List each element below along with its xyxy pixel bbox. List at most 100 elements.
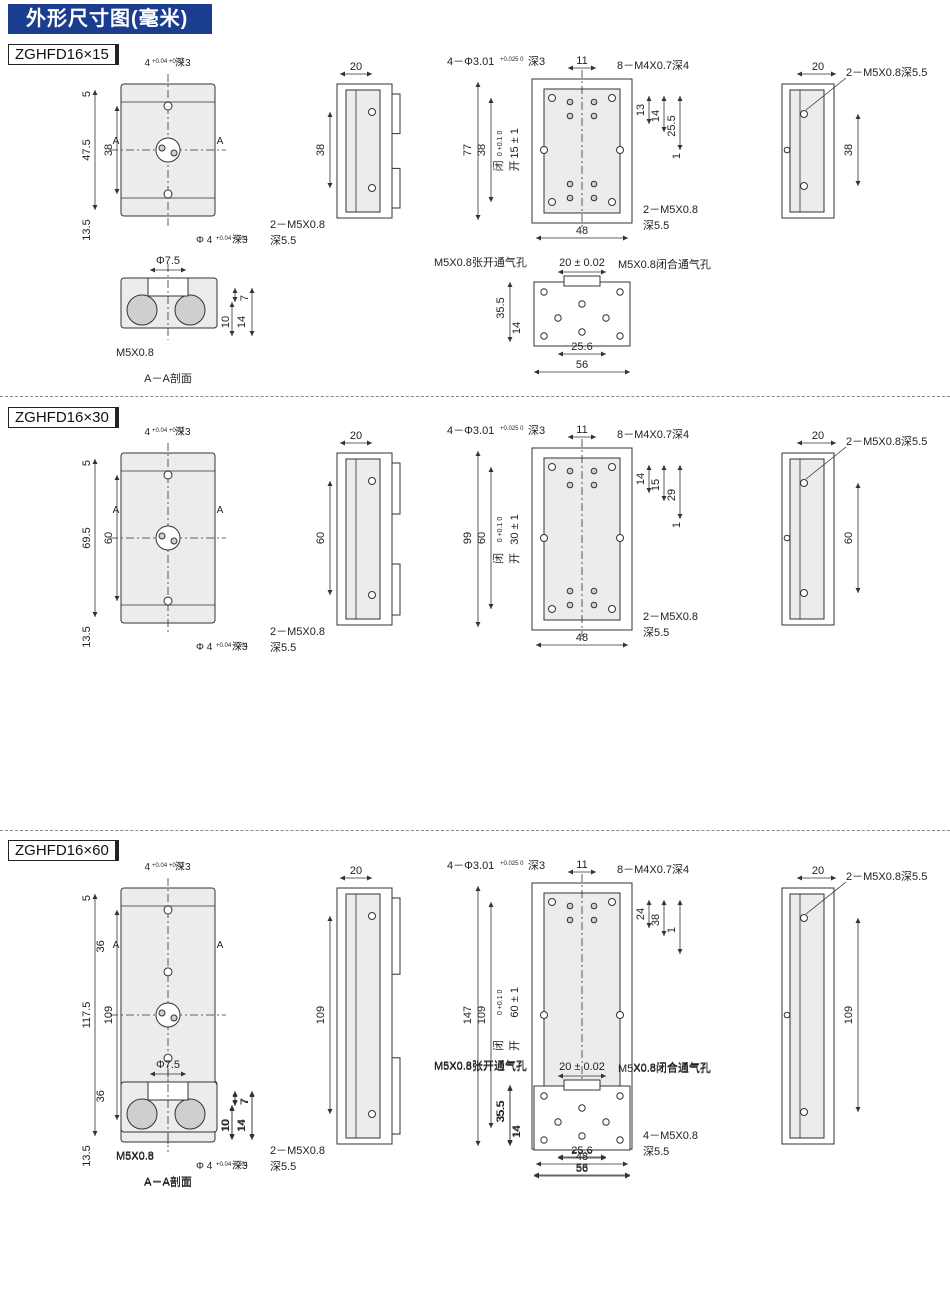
section-title: A－A剖面: [144, 1175, 192, 1189]
mount-hole: [163, 189, 173, 199]
section-title: A－A剖面: [144, 1174, 192, 1188]
tap-hole: [566, 601, 574, 609]
arrowhead: [625, 369, 630, 375]
arrowhead: [661, 496, 667, 501]
tap-label: 深5.5: [643, 626, 669, 639]
dim-label: 117.5: [81, 1002, 93, 1029]
dim-label: 7: [239, 1098, 251, 1104]
section-mark: A: [217, 136, 224, 147]
dim-label: 25.5: [666, 115, 678, 136]
tap-label: 2－M5X0.8: [643, 204, 698, 216]
hole-tol: +0.04 +0.01: [216, 643, 249, 649]
tap-label: 2－M5X0.8深5.5: [846, 66, 927, 79]
rear-hole: [800, 479, 808, 487]
port-label: M5X0.8闭合通气孔: [618, 1060, 711, 1074]
arrowhead: [327, 183, 333, 188]
port-label: M5X0.8张开通气孔: [434, 1059, 527, 1073]
dim-label: 0 +0.1 0: [497, 517, 504, 543]
arrowhead: [601, 1155, 606, 1161]
tap-label: 深5.5: [270, 641, 296, 654]
arrowhead: [475, 886, 481, 891]
arrowhead: [601, 351, 606, 357]
arrowhead: [536, 642, 541, 648]
dim-label: 60: [315, 532, 327, 544]
tap-hole: [590, 467, 598, 475]
dim-label: 48: [576, 225, 588, 237]
pin-hole: [548, 898, 556, 906]
port-face-tab: [563, 275, 601, 287]
arrowhead: [488, 1123, 494, 1128]
arrowhead: [232, 297, 238, 302]
dim-label: 闭: [492, 553, 505, 564]
arrowhead: [601, 269, 606, 275]
pin-hole: [548, 463, 556, 471]
tap-label: 8－M4X0.7深4: [617, 863, 689, 876]
dim-label: 7: [239, 1099, 251, 1105]
dim-label: 35.5: [495, 1101, 507, 1122]
side-hole: [368, 1110, 376, 1118]
tap-hole: [590, 112, 598, 120]
dim-label: 14: [236, 316, 248, 328]
dim-label: 20: [812, 865, 824, 877]
mount-hole: [163, 905, 173, 915]
dim-label: 14: [236, 1119, 248, 1131]
port-label: M5X0.8: [116, 1151, 154, 1163]
arrowhead: [150, 1071, 155, 1077]
port-face-hole: [540, 332, 548, 340]
dim-label: 1: [671, 522, 683, 528]
tap-label: 8－M4X0.7深4: [617, 59, 689, 72]
arrowhead: [488, 467, 494, 472]
arrowhead: [591, 869, 596, 875]
dim-label: 14: [635, 473, 647, 485]
side-hole: [368, 477, 376, 485]
arrowhead: [855, 1107, 861, 1112]
port-label: M5X0.8张开通气孔: [434, 1058, 527, 1072]
arrowhead: [327, 481, 333, 486]
arrowhead: [831, 440, 836, 446]
tap-label: 8－M4X0.7深4: [617, 428, 689, 441]
tap-hole: [590, 902, 598, 910]
mount-hole: [163, 101, 173, 111]
arrowhead: [623, 235, 628, 241]
port-face-hole: [578, 328, 586, 336]
arrowhead: [568, 434, 573, 440]
pin-label: 4－Φ3.01: [447, 860, 494, 872]
rear-hole: [800, 110, 808, 118]
pin-hole: [608, 94, 616, 102]
hole-tol: +0.04 +0.01: [152, 428, 185, 434]
dim-label: 109: [103, 1006, 115, 1024]
arrowhead: [92, 90, 98, 95]
tap-label: 深5.5: [643, 1145, 669, 1158]
tap-hole: [566, 194, 574, 202]
dim-label: 14: [511, 1125, 523, 1137]
tap-label: 2－M5X0.8深5.5: [846, 435, 927, 448]
pin-hole: [608, 605, 616, 613]
dim-label: 1: [666, 927, 678, 933]
arrowhead: [232, 288, 238, 293]
dim-label: 15 ± 1: [509, 128, 521, 159]
side-rail: [345, 893, 381, 1139]
arrowhead: [855, 181, 861, 186]
hole-tol: +0.04 +0.01: [216, 236, 249, 242]
dim-label: 36: [95, 940, 107, 952]
arrowhead: [488, 902, 494, 907]
tap-label: 2－M5X0.8: [270, 1145, 325, 1157]
tap-hole: [590, 916, 598, 924]
mount-hole: [163, 967, 173, 977]
hole-tol: +0.04 +0.01: [216, 1162, 249, 1168]
arrowhead: [507, 282, 513, 287]
model-label-2: ZGHFD16×30: [8, 407, 119, 428]
dim-label: 29: [666, 489, 678, 501]
side-flange: [391, 462, 401, 515]
tap-hole: [590, 180, 598, 188]
arrowhead: [661, 96, 667, 101]
hole-label: 4: [144, 58, 150, 69]
dim-label: 109: [843, 1006, 855, 1024]
arrowhead: [367, 71, 372, 77]
rear-rail: [789, 893, 825, 1139]
arrowhead: [114, 189, 120, 194]
section-divider: [0, 396, 950, 397]
hole-tol: +0.04 +0.01: [152, 59, 185, 65]
port: [158, 1009, 166, 1017]
arrowhead: [534, 1173, 539, 1179]
